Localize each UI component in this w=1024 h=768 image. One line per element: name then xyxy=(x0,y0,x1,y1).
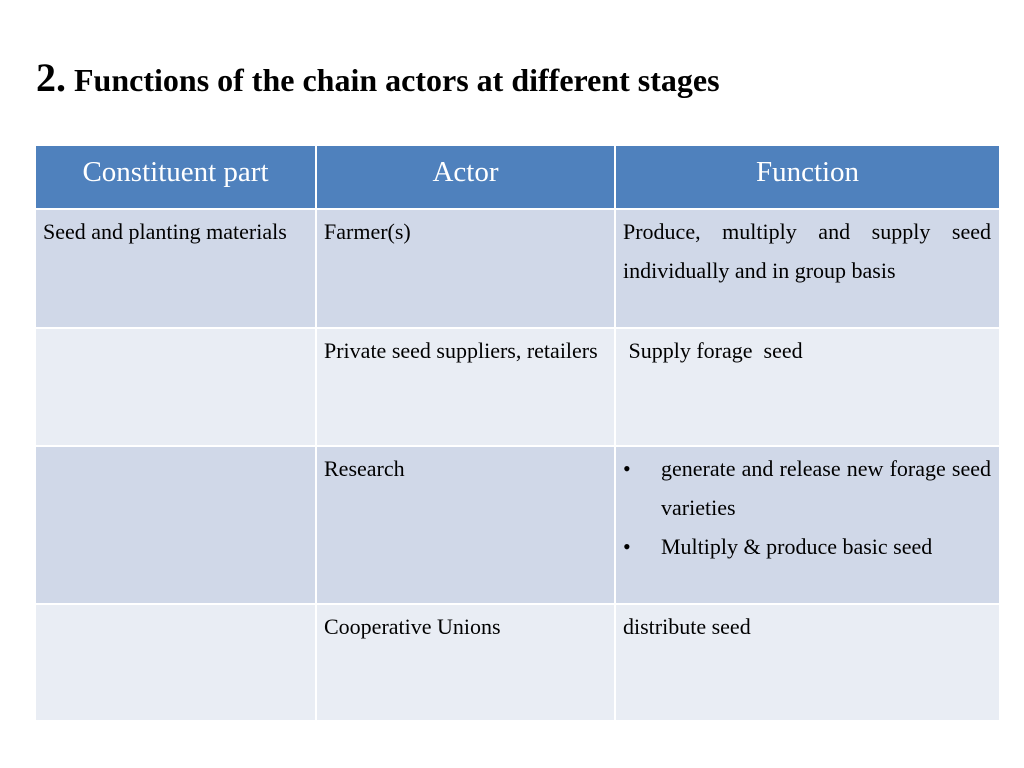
header-actor: Actor xyxy=(315,144,616,210)
bullet-text: generate and release new forage seed var… xyxy=(661,456,991,520)
cell-constituent-part xyxy=(34,603,317,722)
cell-constituent-part: Seed and planting materials xyxy=(34,208,317,329)
cell-function: • generate and release new forage seed va… xyxy=(614,445,1001,605)
function-bullet-list: • generate and release new forage seed va… xyxy=(623,449,991,566)
cell-actor: Research xyxy=(315,445,616,605)
cell-function: distribute seed xyxy=(614,603,1001,722)
table-header-row: Constituent part Actor Function xyxy=(34,144,1001,210)
table-row: Seed and planting materials Farmer(s) Pr… xyxy=(34,208,1001,329)
list-item: • generate and release new forage seed va… xyxy=(623,449,991,527)
bullet-text: Multiply & produce basic seed xyxy=(661,534,933,559)
slide-title: 2. Functions of the chain actors at diff… xyxy=(36,58,720,98)
table-row: Cooperative Unions distribute seed xyxy=(34,603,1001,722)
cell-actor: Cooperative Unions xyxy=(315,603,616,722)
bullet-icon: • xyxy=(623,456,631,481)
header-function: Function xyxy=(614,144,1001,210)
cell-constituent-part xyxy=(34,327,317,447)
cell-actor: Farmer(s) xyxy=(315,208,616,329)
cell-actor: Private seed suppliers, retailers xyxy=(315,327,616,447)
chain-actors-table: Constituent part Actor Function Seed and… xyxy=(34,144,1001,722)
cell-function: Supply forage seed xyxy=(614,327,1001,447)
header-constituent-part: Constituent part xyxy=(34,144,317,210)
list-item: • Multiply & produce basic seed xyxy=(623,527,991,566)
cell-constituent-part xyxy=(34,445,317,605)
slide-title-text: Functions of the chain actors at differe… xyxy=(74,62,720,98)
slide-number: 2. xyxy=(36,55,66,100)
bullet-icon: • xyxy=(623,534,631,559)
table-row: Private seed suppliers, retailers Supply… xyxy=(34,327,1001,447)
table-row: Research • generate and release new forag… xyxy=(34,445,1001,605)
cell-function: Produce, multiply and supply seed indivi… xyxy=(614,208,1001,329)
